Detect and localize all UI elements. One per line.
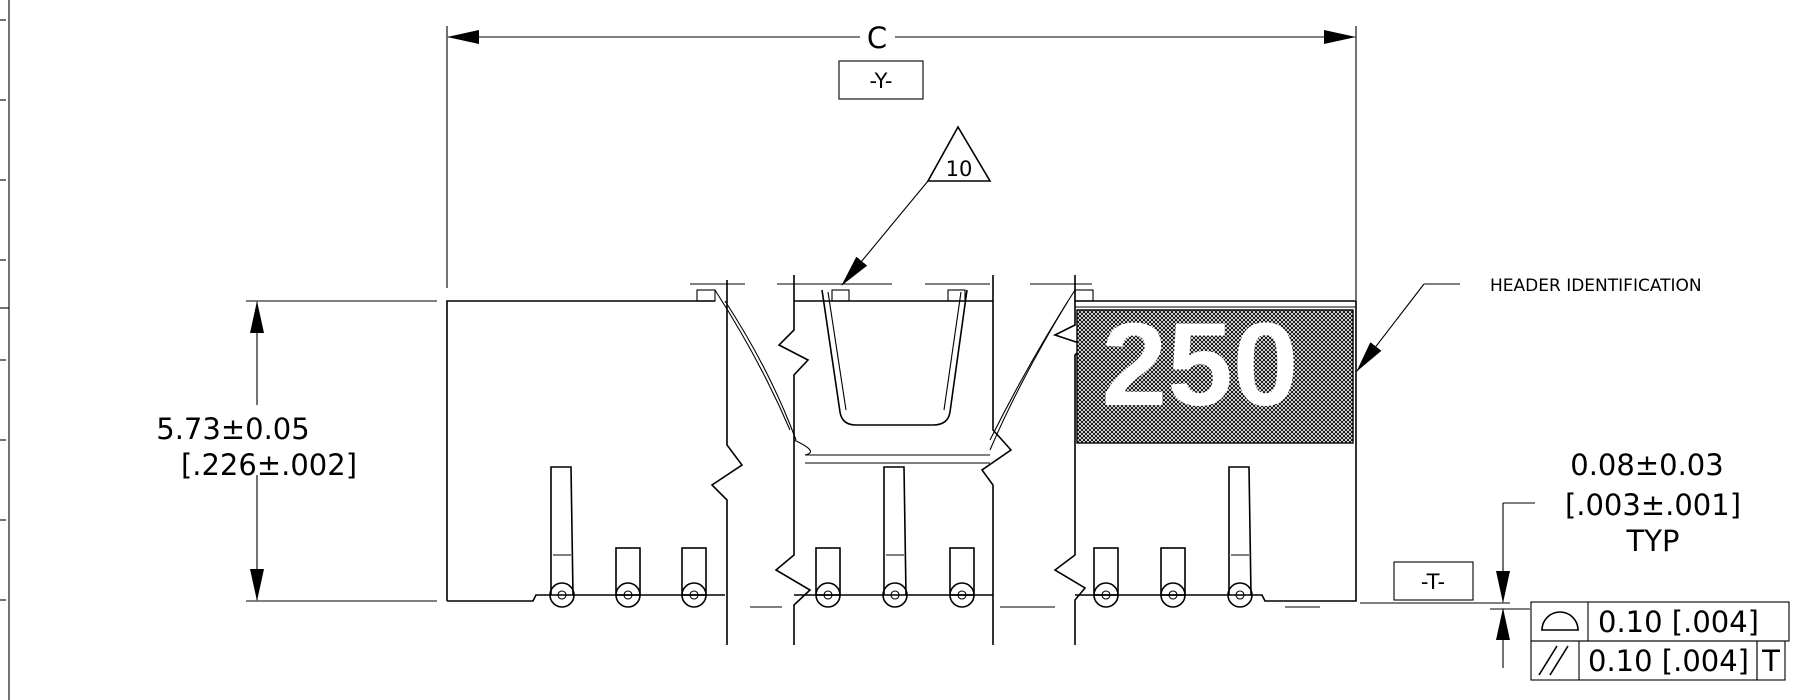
- short-pin: [615, 547, 641, 596]
- note-flag: 10: [841, 125, 992, 286]
- header-id-marking: 250: [1102, 299, 1299, 431]
- datum-t-label: -T-: [1421, 570, 1445, 594]
- tall-pin: [550, 466, 574, 596]
- height-imperial: [.226±.002]: [181, 448, 357, 482]
- profile-tolerance: 0.10 [.004]: [1598, 605, 1759, 639]
- tall-pin: [883, 466, 907, 596]
- overall-width-dimension: C -Y-: [446, 21, 1357, 300]
- solder-tail: [815, 582, 975, 608]
- solder-tail: [549, 582, 707, 608]
- connector-left-section: [446, 280, 797, 645]
- note-flag-triangle-icon: [926, 125, 992, 182]
- parallelism-tolerance: 0.10 [.004]: [1588, 644, 1749, 678]
- note-flag-number: 10: [946, 157, 973, 181]
- short-pin: [1160, 547, 1186, 596]
- feature-control-frame-profile: 0.10 [.004]: [1530, 601, 1790, 642]
- header-identification-callout: HEADER IDENTIFICATION: [1356, 276, 1702, 372]
- profile-of-surface-icon: [1541, 611, 1579, 631]
- datum-y-label: -Y-: [870, 69, 893, 93]
- feature-control-frame-parallelism: 0.10 [.004] T: [1530, 640, 1786, 681]
- sheet-border: [0, 0, 10, 700]
- short-pin: [681, 547, 707, 596]
- height-metric: 5.73±0.05: [156, 412, 309, 446]
- header-id-leader: [1356, 283, 1425, 372]
- tall-pin: [1228, 466, 1252, 596]
- parallelism-icon: [1538, 645, 1569, 676]
- header-id-label: HEADER IDENTIFICATION: [1490, 276, 1702, 296]
- datum-t-box: [1393, 561, 1474, 601]
- short-pin: [949, 547, 975, 596]
- pin-offset-dimension: 0.08±0.03 [.003±.001] TYP -T-: [1360, 448, 1741, 668]
- short-pin: [1093, 547, 1119, 596]
- pin-offset-note: TYP: [1626, 524, 1680, 558]
- header-id-marking-area: [1076, 309, 1354, 444]
- pin-offset-metric: 0.08±0.03: [1570, 448, 1723, 482]
- connector-middle-section: [750, 275, 1076, 645]
- height-dimension: 5.73±0.05 [.226±.002]: [156, 300, 437, 602]
- datum-y-box: [838, 60, 924, 100]
- note-flag-leader: [841, 180, 929, 286]
- connector-right-section: 250: [1030, 275, 1357, 645]
- overall-width-label: C: [867, 21, 887, 55]
- pin-offset-imperial: [.003±.001]: [1565, 488, 1741, 522]
- short-pin: [815, 547, 841, 596]
- parallelism-datum: T: [1761, 644, 1780, 678]
- solder-tail: [1093, 582, 1253, 608]
